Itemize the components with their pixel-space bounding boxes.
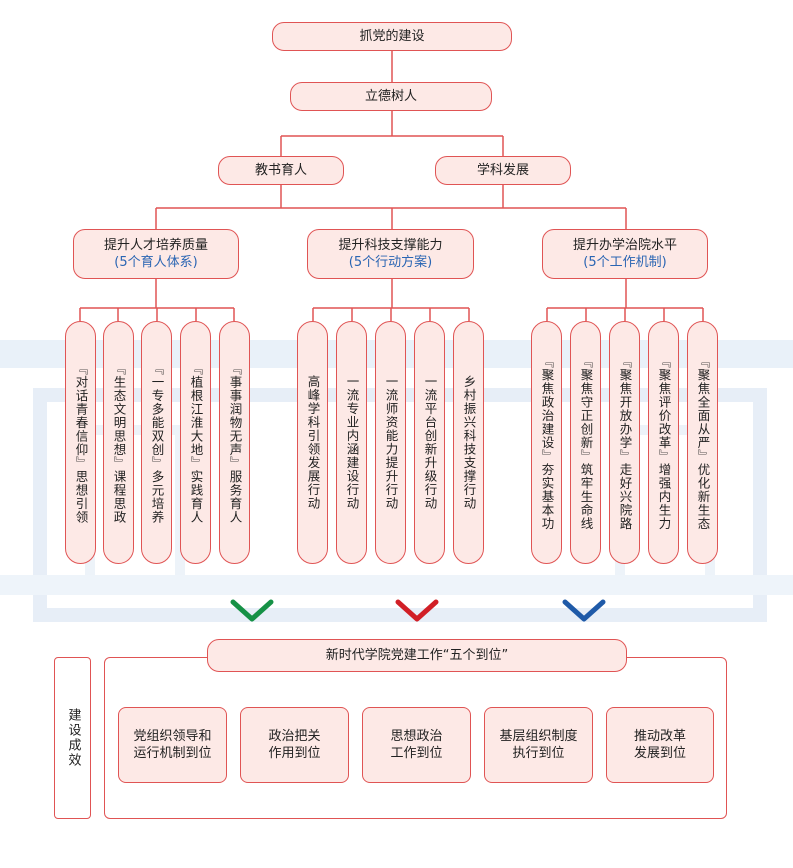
governance-item-label: 『聚焦开放办学』走好兴院路 xyxy=(617,354,633,531)
tech-item: 一流专业内涵建设行动 xyxy=(336,321,367,564)
group-talent-title: 提升人才培养质量 xyxy=(103,238,208,253)
talent-item: 『对话青春信仰』思想引领 xyxy=(65,321,96,564)
result-item-line: 政治把关 xyxy=(268,729,321,744)
governance-item: 『聚焦评价改革』增强内生力 xyxy=(648,321,679,564)
talent-item: 『生态文明思想』课程思政 xyxy=(103,321,134,564)
result-item-line: 发展到位 xyxy=(633,746,686,761)
results-side-frame: 建设成效 xyxy=(54,657,91,819)
governance-item-label: 『聚焦政治建设』夯实基本功 xyxy=(539,354,555,531)
governance-item-label: 『聚焦全面从严』优化新生态 xyxy=(695,354,711,531)
chevron-down-icon xyxy=(562,599,606,622)
node-discipline-label: 学科发展 xyxy=(476,163,529,178)
results-title: 新时代学院党建工作“五个到位” xyxy=(207,639,627,672)
node-teaching: 教书育人 xyxy=(218,156,344,185)
governance-item: 『聚焦政治建设』夯实基本功 xyxy=(531,321,562,564)
talent-item-label: 『一专多能双创』多元培养 xyxy=(149,361,165,524)
tech-item-label: 一流师资能力提升行动 xyxy=(383,375,399,510)
result-item-line: 作用到位 xyxy=(268,746,321,761)
group-talent-head: 提升人才培养质量 (5个育人体系) xyxy=(73,229,239,279)
group-talent-subtitle: (5个育人体系) xyxy=(114,255,198,270)
chevron-down-icon xyxy=(395,599,439,622)
result-item-line: 党组织领导和 xyxy=(133,729,212,744)
tech-item-label: 高峰学科引领发展行动 xyxy=(305,375,321,510)
governance-item-label: 『聚焦评价改革』增强内生力 xyxy=(656,354,672,531)
node-discipline: 学科发展 xyxy=(435,156,571,185)
tech-item: 一流师资能力提升行动 xyxy=(375,321,406,564)
talent-item: 『植根江淮大地』实践育人 xyxy=(180,321,211,564)
group-governance-title: 提升办学治院水平 xyxy=(572,238,677,253)
tech-item: 一流平台创新升级行动 xyxy=(414,321,445,564)
talent-item: 『事事润物无声』服务育人 xyxy=(219,321,250,564)
governance-item-label: 『聚焦守正创新』筑牢生命线 xyxy=(578,354,594,531)
talent-item-label: 『对话青春信仰』思想引领 xyxy=(73,361,89,524)
tech-item-label: 一流专业内涵建设行动 xyxy=(344,375,360,510)
group-tech-title: 提升科技支撑能力 xyxy=(338,238,443,253)
node-party-building: 抓党的建设 xyxy=(272,22,512,51)
result-item-line: 推动改革 xyxy=(633,729,686,744)
group-governance-subtitle: (5个工作机制) xyxy=(583,255,667,270)
group-tech-subtitle: (5个行动方案) xyxy=(348,255,433,270)
node-moral-education-label: 立德树人 xyxy=(364,89,417,104)
chevron-down-icon xyxy=(230,599,274,622)
node-teaching-label: 教书育人 xyxy=(254,163,307,178)
result-item: 党组织领导和 运行机制到位 xyxy=(118,707,227,783)
result-item-line: 思想政治 xyxy=(390,729,443,744)
talent-item: 『一专多能双创』多元培养 xyxy=(141,321,172,564)
governance-item: 『聚焦全面从严』优化新生态 xyxy=(687,321,718,564)
group-governance-head: 提升办学治院水平 (5个工作机制) xyxy=(542,229,708,279)
result-item-line: 工作到位 xyxy=(390,746,443,761)
result-item-line: 运行机制到位 xyxy=(133,746,212,761)
tech-item-label: 一流平台创新升级行动 xyxy=(422,375,438,510)
tech-item-label: 乡村振兴科技支撑行动 xyxy=(461,375,477,510)
talent-item-label: 『生态文明思想』课程思政 xyxy=(111,361,127,524)
node-party-building-label: 抓党的建设 xyxy=(359,29,425,44)
tech-item: 高峰学科引领发展行动 xyxy=(297,321,328,564)
tech-item: 乡村振兴科技支撑行动 xyxy=(453,321,484,564)
governance-item: 『聚焦守正创新』筑牢生命线 xyxy=(570,321,601,564)
result-item: 基层组织制度 执行到位 xyxy=(484,707,593,783)
node-moral-education: 立德树人 xyxy=(290,82,492,111)
result-item: 政治把关 作用到位 xyxy=(240,707,349,783)
result-item-line: 基层组织制度 xyxy=(499,729,578,744)
results-title-label: 新时代学院党建工作“五个到位” xyxy=(325,648,509,663)
result-item: 思想政治 工作到位 xyxy=(362,707,471,783)
talent-item-label: 『事事润物无声』服务育人 xyxy=(227,361,243,524)
result-item-line: 执行到位 xyxy=(512,746,565,761)
result-item: 推动改革 发展到位 xyxy=(606,707,714,783)
group-tech-head: 提升科技支撑能力 (5个行动方案) xyxy=(307,229,474,279)
results-side-label: 建设成效 xyxy=(65,708,81,768)
talent-item-label: 『植根江淮大地』实践育人 xyxy=(188,361,204,524)
governance-item: 『聚焦开放办学』走好兴院路 xyxy=(609,321,640,564)
